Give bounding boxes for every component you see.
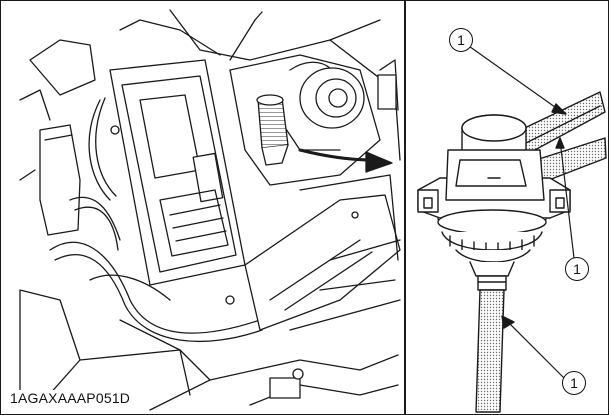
callout-1-side-hose: 1: [565, 257, 589, 281]
filter-detail-illustration: [417, 43, 607, 413]
panel-divider: [404, 0, 406, 415]
callout-1-bottom-hose: 1: [562, 371, 586, 395]
figure-code-label: 1AGAXAAAP051D: [8, 390, 133, 406]
engine-compartment-illustration: [19, 9, 401, 411]
callout-1-upper-hose: 1: [449, 28, 473, 52]
